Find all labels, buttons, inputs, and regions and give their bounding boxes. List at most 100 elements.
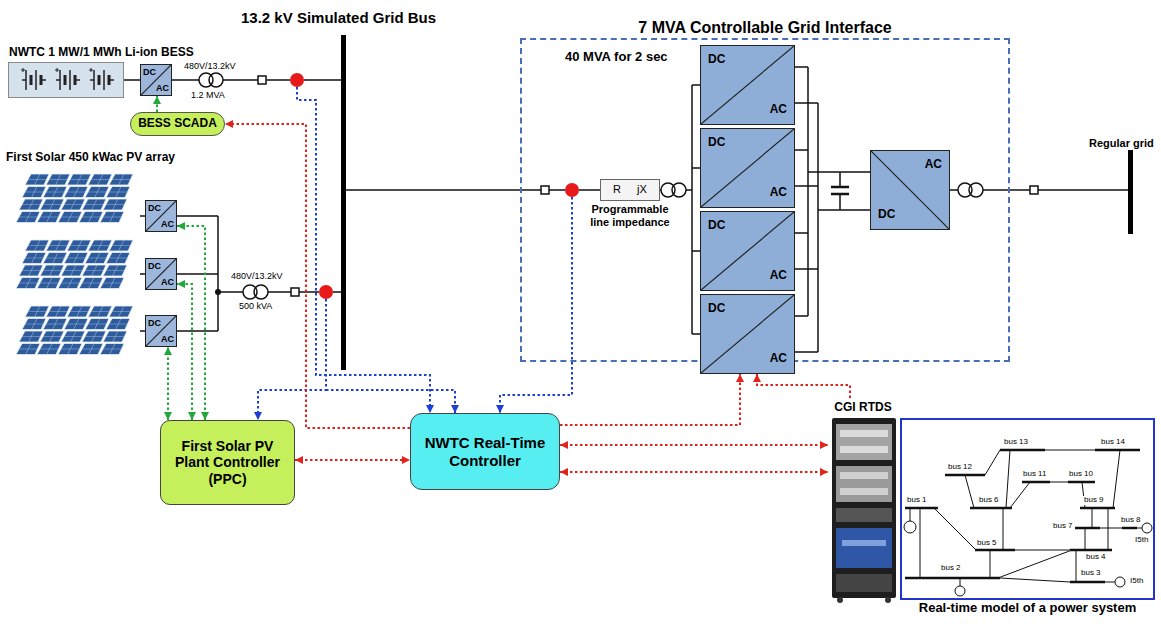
measurement-point — [565, 183, 579, 197]
signal-connector — [560, 471, 828, 473]
bus-label: bus 6 — [978, 496, 1000, 505]
pv-panels — [16, 306, 133, 355]
power-wire — [243, 285, 257, 299]
power-system-schematic — [934, 508, 976, 550]
power-system-schematic — [1068, 481, 1095, 484]
bus-label: bus 5 — [976, 539, 998, 548]
node-text: BESS SCADA — [133, 117, 222, 131]
node-text: 40 MVA for 2 sec — [565, 50, 668, 65]
power-wire — [254, 285, 268, 299]
battery-illustration — [8, 62, 124, 98]
converter-diagonal — [146, 201, 176, 231]
pv-array: First Solar 450 kWac PV array — [6, 168, 140, 366]
signal-connector — [225, 124, 410, 428]
power-wire — [686, 189, 692, 191]
power-system-schematic — [1000, 578, 1070, 582]
power-system-schematic — [1050, 482, 1068, 483]
power-system-schematic — [998, 550, 1072, 578]
power-system-schematic — [1015, 550, 1070, 551]
line-impedance: RjXProgrammable line impedance — [600, 179, 660, 201]
annotation-label: Regular grid — [1088, 137, 1155, 149]
rtds-rack-illustration — [840, 488, 888, 495]
bus-label: bus 1 — [906, 496, 928, 505]
signal-connector — [560, 444, 828, 446]
annotation-label: 480V/13.2kV — [230, 272, 284, 282]
power-wire — [549, 189, 565, 191]
power-system-schematic — [1075, 527, 1100, 530]
power-system-schematic — [904, 450, 1152, 596]
power-wire — [692, 333, 700, 335]
power-system-schematic — [1142, 523, 1152, 533]
power-system-schematic — [1045, 450, 1095, 451]
signal-connector — [167, 347, 169, 420]
converter-box: DCAC — [700, 211, 795, 291]
rtds-rack-illustration — [840, 430, 888, 437]
node-text: AC — [770, 103, 787, 117]
power-system-schematic — [960, 578, 961, 586]
measurement-point — [290, 73, 579, 299]
power-wire — [579, 189, 600, 191]
power-wire — [541, 186, 549, 194]
power-system-schematic — [985, 450, 1000, 475]
rtds-rack: CGI RTDS — [828, 398, 898, 603]
junction-dot — [215, 289, 221, 295]
bus-label: I5th — [1129, 577, 1144, 586]
inverter-box: DCAC — [145, 315, 177, 347]
power-wire — [795, 232, 808, 234]
node-text: AC — [156, 83, 169, 93]
pv-panels — [16, 240, 133, 289]
converter-box: ACDC — [870, 150, 950, 230]
power-system-schematic — [1137, 528, 1142, 529]
rtds-rack-illustration — [832, 418, 896, 603]
power-system-schematic — [904, 450, 1152, 596]
battery-illustration — [89, 68, 114, 90]
inverter-box: DCAC — [145, 258, 177, 290]
node-text: AC — [770, 269, 787, 283]
power-wire — [172, 79, 199, 81]
bus-label: bus 7 — [1052, 522, 1074, 531]
power-system-schematic — [975, 549, 1015, 552]
power-wire — [1038, 189, 1128, 191]
power-wire — [217, 216, 219, 331]
power-wire — [304, 79, 341, 81]
power-system-schematic — [1095, 449, 1140, 452]
battery-illustration — [8, 62, 124, 98]
power-system-schematic — [1022, 481, 1050, 484]
bus-label: bus 9 — [1083, 496, 1105, 505]
bus-label: bus 12 — [947, 463, 973, 472]
grid-interface: 7 MVA Controllable Grid Interface40 MVA … — [520, 38, 1010, 362]
power-wire — [839, 194, 841, 210]
converter-diagonal — [701, 295, 794, 373]
node-text: NWTC 1 MW/1 MWh Li-ion BESS — [9, 46, 194, 60]
node-text: DC — [148, 203, 161, 213]
power-wire — [795, 185, 818, 187]
bus-label: bus 3 — [1080, 569, 1102, 578]
power-system-schematic — [904, 521, 916, 533]
power-wire — [258, 76, 266, 84]
node-text: AC — [161, 334, 174, 344]
power-wire — [177, 330, 218, 332]
signal-connector — [560, 374, 740, 425]
node-text: jX — [637, 183, 647, 196]
power-system-schematic — [965, 475, 974, 508]
bus-label: bus 10 — [1068, 470, 1094, 479]
battery-bank: NWTC 1 MW/1 MWh Li-ion BESS — [8, 62, 124, 98]
node-text: CGI RTDS — [834, 401, 891, 415]
signal-connector — [156, 96, 158, 112]
converter-box: DCAC — [700, 45, 795, 125]
grid-bus-bar — [341, 35, 346, 370]
junction-dot — [215, 289, 221, 295]
power-system-schematic — [1085, 528, 1086, 550]
node-text: DC — [148, 318, 161, 328]
inverter-box: DCAC — [140, 64, 172, 96]
converter-diagonal — [146, 316, 176, 346]
power-system-schematic — [1000, 449, 1045, 452]
power-wire — [218, 291, 243, 293]
node-text: DC — [878, 208, 895, 222]
rtds-rack-illustration — [836, 424, 892, 460]
measurement-wire — [326, 390, 455, 413]
power-wire — [969, 183, 983, 197]
